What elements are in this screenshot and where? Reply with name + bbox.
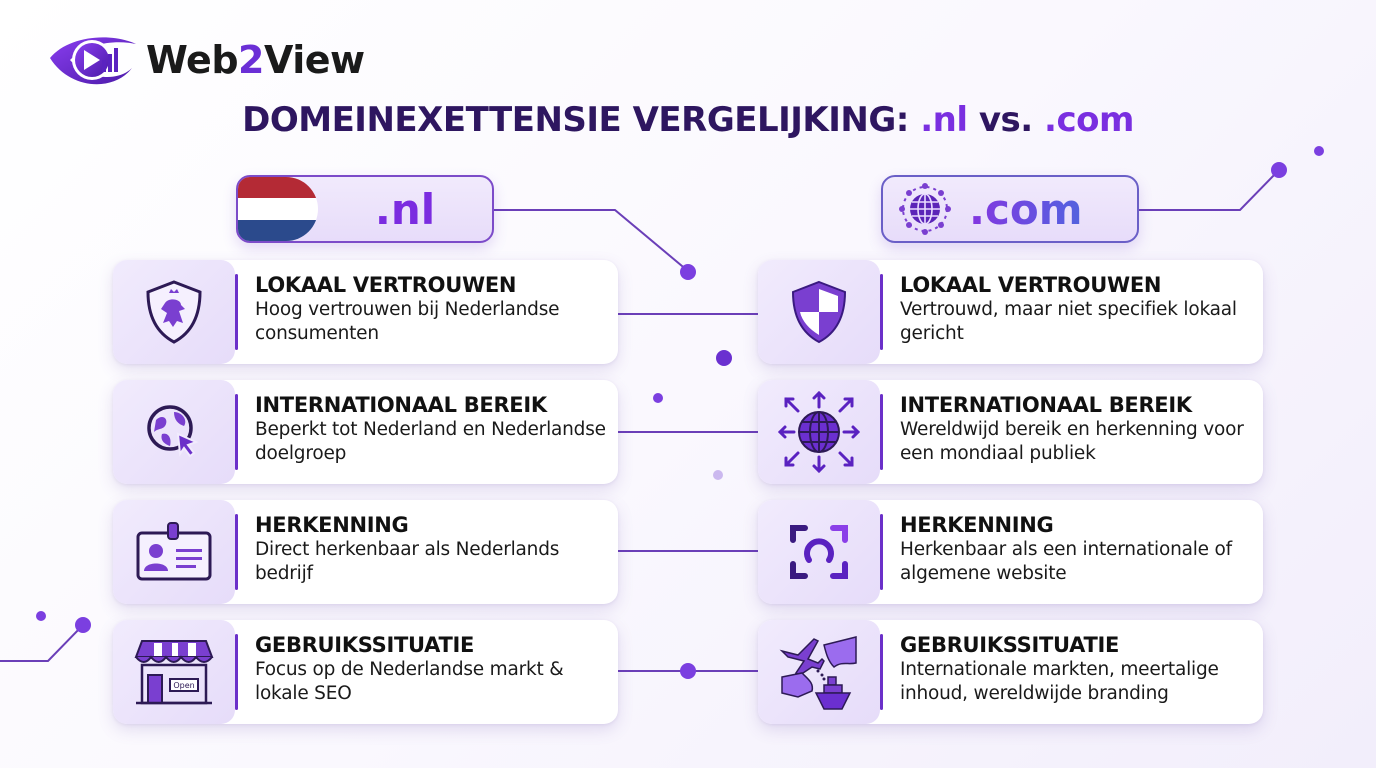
page-title: DOMEINEXETTENSIE VERGELIJKING: .nl vs. .… — [242, 100, 1134, 140]
nl-card-use-case: Open GEBRUIKSSITUATIE Focus op de Nederl… — [113, 620, 618, 724]
nl-card-local-trust: LOKAAL VERTROUWEN Hoog vertrouwen bij Ne… — [113, 260, 618, 364]
card-heading: HERKENNING — [900, 513, 1054, 537]
com-card-international-reach: INTERNATIONAAL BEREIK Wereldwijd bereik … — [758, 380, 1263, 484]
globe-arrows-icon — [777, 390, 861, 474]
focus-recognition-icon — [790, 525, 848, 579]
plane-ship-map-icon — [779, 636, 857, 710]
com-card-use-case: GEBRUIKSSITUATIE Internationale markten,… — [758, 620, 1263, 724]
card-heading: GEBRUIKSSITUATIE — [900, 633, 1120, 657]
card-description: Wereldwijd bereik en herkenning voor een… — [900, 419, 1244, 464]
com-domain-label: .com — [953, 185, 1137, 234]
nl-card-international-reach: INTERNATIONAAL BEREIK Beperkt tot Nederl… — [113, 380, 618, 484]
shield-lion-icon — [146, 280, 202, 344]
nl-domain-label: .nl — [374, 184, 436, 234]
shield-check-icon — [791, 280, 847, 344]
card-heading: INTERNATIONAAL BEREIK — [900, 393, 1192, 417]
brand-name: Web2View — [146, 38, 365, 82]
card-description: Vertrouwd, maar niet specifiek lokaal ge… — [900, 299, 1237, 344]
com-card-recognition: HERKENNING Herkenbaar als een internatio… — [758, 500, 1263, 604]
card-heading: GEBRUIKSSITUATIE — [255, 633, 475, 657]
card-description: Beperkt tot Nederland en Nederlandse doe… — [255, 419, 606, 464]
card-description: Internationale markten, meertalige inhou… — [900, 659, 1219, 704]
storefront-open-icon: Open — [134, 640, 214, 705]
card-heading: LOKAAL VERTROUWEN — [900, 273, 1162, 297]
card-heading: LOKAAL VERTROUWEN — [255, 273, 517, 297]
card-description: Herkenbaar als een internationale of alg… — [900, 539, 1232, 584]
com-card-local-trust: LOKAAL VERTROUWEN Vertrouwd, maar niet s… — [758, 260, 1263, 364]
card-description: Focus op de Nederlandse markt & lokale S… — [255, 659, 564, 704]
id-badge-icon — [136, 522, 212, 581]
network-globe-icon — [899, 183, 951, 235]
card-description: Direct herkenbaar als Nederlands bedrijf — [255, 539, 560, 584]
nl-card-recognition: HERKENNING Direct herkenbaar als Nederla… — [113, 500, 618, 604]
card-heading: INTERNATIONAAL BEREIK — [255, 393, 547, 417]
card-description: Hoog vertrouwen bij Nederlandse consumen… — [255, 299, 560, 344]
open-sign: Open — [173, 681, 194, 690]
com-domain-badge: .com — [881, 175, 1139, 243]
eye-play-chart-icon — [50, 37, 136, 85]
brand-logo[interactable]: Web2View — [48, 30, 365, 90]
card-heading: HERKENNING — [255, 513, 409, 537]
globe-cursor-icon — [147, 405, 199, 458]
nl-domain-badge: .nl — [236, 175, 494, 243]
netherlands-flag-icon — [238, 177, 318, 241]
